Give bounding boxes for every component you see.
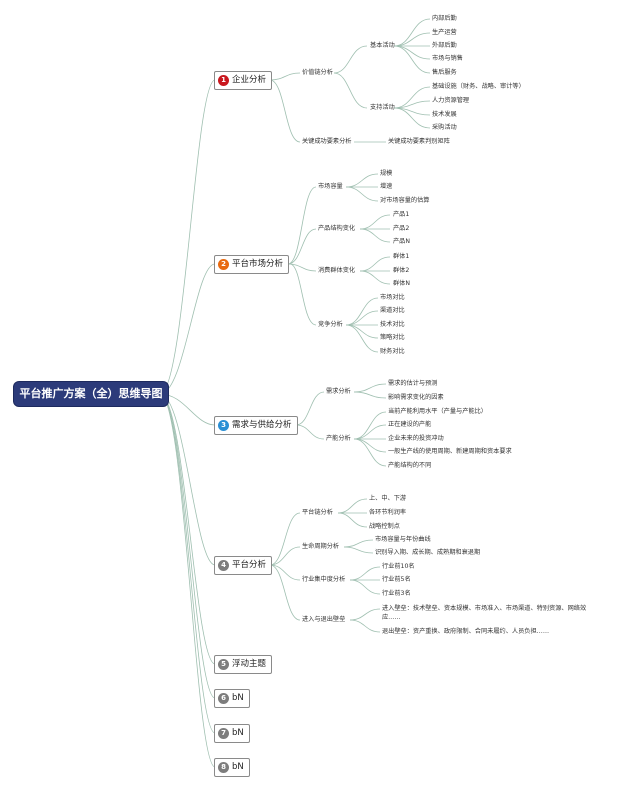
topic-barriers[interactable]: 进入与退出壁垒 [302, 616, 346, 623]
leaf-entry-barrier[interactable]: 进入壁垒：技术壁垒、资本规模、市场准入、市场渠道、特别资源、网络效 [382, 605, 587, 612]
number-badge: 4 [218, 560, 229, 571]
leaf-chain-2[interactable]: 各环节利润率 [369, 509, 407, 516]
leaf-lifecycle-1[interactable]: 市场容量与年份曲线 [375, 536, 431, 543]
branch-label: 平台市场分析 [232, 259, 284, 269]
topic-platform-chain[interactable]: 平台链分析 [302, 509, 333, 516]
leaf-group-3[interactable]: 群体N [393, 280, 411, 287]
topic-lifecycle[interactable]: 生命周期分析 [302, 543, 340, 550]
leaf-basic-5[interactable]: 售后服务 [432, 69, 457, 76]
branch-label: 企业分析 [232, 75, 267, 85]
number-badge: 2 [218, 259, 229, 270]
branch-label: bN [232, 728, 244, 738]
leaf-capacity-analysis-2[interactable]: 正在建设的产能 [388, 421, 432, 428]
leaf-chain-3[interactable]: 战略控制点 [369, 523, 400, 530]
leaf-product-3[interactable]: 产品N [393, 238, 411, 245]
leaf-product-2[interactable]: 产品2 [393, 225, 410, 232]
leaf-support-2[interactable]: 人力资源管理 [432, 97, 470, 104]
leaf-concentration-1[interactable]: 行业前10名 [382, 563, 415, 570]
leaf-competition-2[interactable]: 渠道对比 [380, 307, 405, 314]
branch-label: bN [232, 762, 244, 772]
branch-label: 需求与供给分析 [232, 420, 292, 430]
leaf-capacity-1[interactable]: 规模 [380, 170, 393, 177]
leaf-basic-1[interactable]: 内部后勤 [432, 15, 457, 22]
topic-support-activities[interactable]: 支持活动 [370, 104, 395, 111]
topic-demand-analysis[interactable]: 需求分析 [326, 388, 351, 395]
number-badge: 6 [218, 693, 229, 704]
leaf-group-1[interactable]: 群体1 [393, 253, 410, 260]
leaf-competition-5[interactable]: 财务对比 [380, 348, 405, 355]
number-badge: 7 [218, 728, 229, 739]
leaf-competition-3[interactable]: 技术对比 [380, 321, 405, 328]
root-topic[interactable]: 平台推广方案（全）思维导图 [14, 382, 168, 406]
leaf-capacity-2[interactable]: 增速 [380, 183, 393, 190]
leaf-competition-4[interactable]: 策略对比 [380, 334, 405, 341]
leaf-chain-1[interactable]: 上、中、下游 [369, 495, 407, 502]
leaf-basic-2[interactable]: 生产运营 [432, 29, 457, 36]
leaf-support-1[interactable]: 基础设施（财务、战略、审计等） [432, 83, 525, 90]
branch-label: bN [232, 693, 244, 703]
leaf-demand-1[interactable]: 需求的估计与预测 [388, 380, 438, 387]
leaf-product-1[interactable]: 产品1 [393, 211, 410, 218]
topic-market-capacity[interactable]: 市场容量 [318, 183, 343, 190]
leaf-capacity-analysis-3[interactable]: 企业未来的投资冲动 [388, 435, 444, 442]
leaf-competition-1[interactable]: 市场对比 [380, 294, 405, 301]
topic-capacity-analysis[interactable]: 产能分析 [326, 435, 351, 442]
leaf-group-2[interactable]: 群体2 [393, 267, 410, 274]
topic-product-structure[interactable]: 产品结构变化 [318, 225, 356, 232]
leaf-support-4[interactable]: 采购活动 [432, 124, 457, 131]
number-badge: 5 [218, 659, 229, 670]
leaf-demand-2[interactable]: 影响需求变化的因素 [388, 394, 444, 401]
branch-label: 浮动主题 [232, 659, 267, 669]
leaf-capacity-3[interactable]: 对市场容量的估算 [380, 197, 430, 204]
number-badge: 8 [218, 762, 229, 773]
leaf-support-3[interactable]: 技术发展 [432, 111, 457, 118]
leaf-capacity-analysis-1[interactable]: 当前产能利用水平（产量与产能比） [388, 408, 487, 415]
topic-concentration[interactable]: 行业集中度分析 [302, 576, 346, 583]
leaf-capacity-analysis-4[interactable]: 一般生产线的使用周期、新建周期和资本要求 [388, 448, 512, 455]
number-badge: 3 [218, 420, 229, 431]
topic-value-chain[interactable]: 价值链分析 [302, 69, 333, 76]
leaf-ksf-matrix[interactable]: 关键成功要素判别矩阵 [388, 138, 450, 145]
leaf-basic-4[interactable]: 市场与销售 [432, 55, 463, 62]
leaf-basic-3[interactable]: 外部后勤 [432, 42, 457, 49]
leaf-entry-barrier-cont[interactable]: 应…… [382, 614, 401, 621]
number-badge: 1 [218, 75, 229, 86]
leaf-concentration-2[interactable]: 行业前5名 [382, 576, 411, 583]
leaf-exit-barrier[interactable]: 退出壁垒：资产重换、政府限制、合同未履约、人员负担…… [382, 628, 550, 635]
branch-label: 平台分析 [232, 560, 267, 570]
leaf-concentration-3[interactable]: 行业前3名 [382, 590, 411, 597]
topic-consumer-groups[interactable]: 消费群体变化 [318, 267, 356, 274]
topic-ksf-analysis[interactable]: 关键成功要素分析 [302, 138, 352, 145]
leaf-lifecycle-2[interactable]: 识别导入期、成长期、成熟期和衰退期 [375, 549, 481, 556]
topic-basic-activities[interactable]: 基本活动 [370, 42, 395, 49]
leaf-capacity-analysis-5[interactable]: 产能结构的不同 [388, 462, 432, 469]
topic-competition[interactable]: 竞争分析 [318, 321, 343, 328]
